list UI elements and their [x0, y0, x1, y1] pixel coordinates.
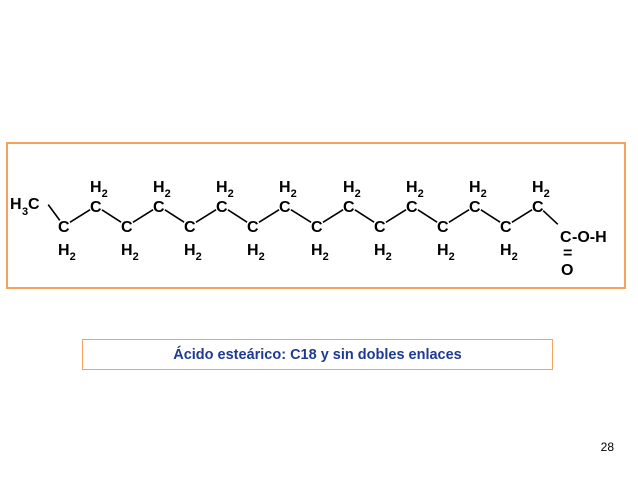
carbon-16: C [500, 219, 512, 236]
carbon-8: C [247, 219, 259, 236]
hydrogen-symbol: H [90, 179, 102, 196]
bond-8 [258, 209, 280, 223]
bond-7 [227, 209, 248, 223]
carbonyl-oxygen-label: O [561, 262, 573, 279]
hydrogen-subscript: 2 [196, 251, 202, 263]
methyl-h-subscript: 3 [22, 206, 28, 218]
carbon-9: C [279, 199, 291, 216]
carbon-12: C [374, 219, 386, 236]
hydrogen-label-4: H2 [121, 242, 139, 263]
carbon-3: C [90, 199, 102, 216]
hydrogen-subscript: 2 [165, 188, 171, 200]
hydrogen-subscript: 2 [386, 251, 392, 263]
bond-1 [47, 204, 61, 221]
hydrogen-label-17: H2 [532, 179, 550, 200]
page-number: 28 [600, 440, 614, 454]
methylene-carbons: CH2CH2CH2CH2CH2CH2CH2CH2CH2CH2CH2CH2CH2C… [58, 179, 550, 263]
hydrogen-symbol: H [121, 242, 133, 259]
hydrogen-subscript: 2 [70, 251, 76, 263]
bond-5 [164, 209, 185, 223]
carbon-5: C [153, 199, 165, 216]
molecule-frame [6, 142, 626, 289]
hydrogen-label-13: H2 [406, 179, 424, 200]
hydrogen-subscript: 2 [323, 251, 329, 263]
carbon-2: C [58, 219, 70, 236]
hydrogen-label-15: H2 [469, 179, 487, 200]
hydrogen-subscript: 2 [418, 188, 424, 200]
hydrogen-label-2: H2 [58, 242, 76, 263]
hydrogen-symbol: H [469, 179, 481, 196]
bond-16 [511, 209, 533, 223]
hydrogen-symbol: H [216, 179, 228, 196]
hydrogen-label-14: H2 [437, 242, 455, 263]
hydrogen-subscript: 2 [102, 188, 108, 200]
hydrogen-subscript: 2 [291, 188, 297, 200]
carbon-14: C [437, 219, 449, 236]
bond-6 [195, 209, 217, 223]
bond-4 [132, 209, 154, 223]
chain-bonds [47, 204, 559, 225]
bond-3 [101, 209, 122, 223]
hydrogen-subscript: 2 [133, 251, 139, 263]
bond-14 [448, 209, 470, 223]
hydrogen-label-3: H2 [90, 179, 108, 200]
hydrogen-label-6: H2 [184, 242, 202, 263]
bond-12 [385, 209, 407, 223]
carbon-4: C [121, 219, 133, 236]
hydrogen-subscript: 2 [355, 188, 361, 200]
carbon-11: C [343, 199, 355, 216]
hydrogen-label-7: H2 [216, 179, 234, 200]
bond-15 [480, 209, 501, 223]
bond-11 [354, 209, 375, 223]
carboxyl-carbon-label: C [560, 229, 572, 246]
hydrogen-symbol: H [437, 242, 449, 259]
carbon-6: C [184, 219, 196, 236]
caption-text: Ácido esteárico: C18 y sin dobles enlace… [173, 346, 462, 363]
carbon-17: C [532, 199, 544, 216]
hydrogen-label-8: H2 [247, 242, 265, 263]
hydrogen-symbol: H [500, 242, 512, 259]
methyl-c-label: C [28, 196, 40, 213]
carbon-15: C [469, 199, 481, 216]
hydrogen-symbol: H [279, 179, 291, 196]
caption-box: Ácido esteárico: C18 y sin dobles enlace… [82, 339, 553, 370]
hydrogen-subscript: 2 [449, 251, 455, 263]
hydrogen-label-16: H2 [500, 242, 518, 263]
hydrogen-label-10: H2 [311, 242, 329, 263]
hydrogen-symbol: H [311, 242, 323, 259]
hydrogen-subscript: 2 [512, 251, 518, 263]
hydrogen-symbol: H [58, 242, 70, 259]
hydrogen-symbol: H [247, 242, 259, 259]
bond-13 [417, 209, 438, 223]
hydrogen-subscript: 2 [481, 188, 487, 200]
hydrogen-symbol: H [374, 242, 386, 259]
hydrogen-label-9: H2 [279, 179, 297, 200]
hydrogen-symbol: H [343, 179, 355, 196]
hydroxyl-label: -O-H [572, 229, 607, 246]
carbon-7: C [216, 199, 228, 216]
bond-9 [290, 209, 312, 223]
bond-17 [542, 210, 559, 225]
double-bond-sign: = [563, 245, 572, 262]
methyl-h-label: H [10, 196, 22, 213]
hydrogen-subscript: 2 [228, 188, 234, 200]
methyl-group: H 3 C [10, 196, 40, 218]
bond-10 [322, 209, 344, 223]
carboxyl-group: C -O-H = O [560, 229, 607, 279]
carbon-13: C [406, 199, 418, 216]
hydrogen-label-12: H2 [374, 242, 392, 263]
hydrogen-subscript: 2 [544, 188, 550, 200]
hydrogen-subscript: 2 [259, 251, 265, 263]
hydrogen-symbol: H [184, 242, 196, 259]
carbon-10: C [311, 219, 323, 236]
hydrogen-label-11: H2 [343, 179, 361, 200]
hydrogen-symbol: H [153, 179, 165, 196]
hydrogen-label-5: H2 [153, 179, 171, 200]
hydrogen-symbol: H [532, 179, 544, 196]
bond-2 [69, 209, 91, 223]
hydrogen-symbol: H [406, 179, 418, 196]
